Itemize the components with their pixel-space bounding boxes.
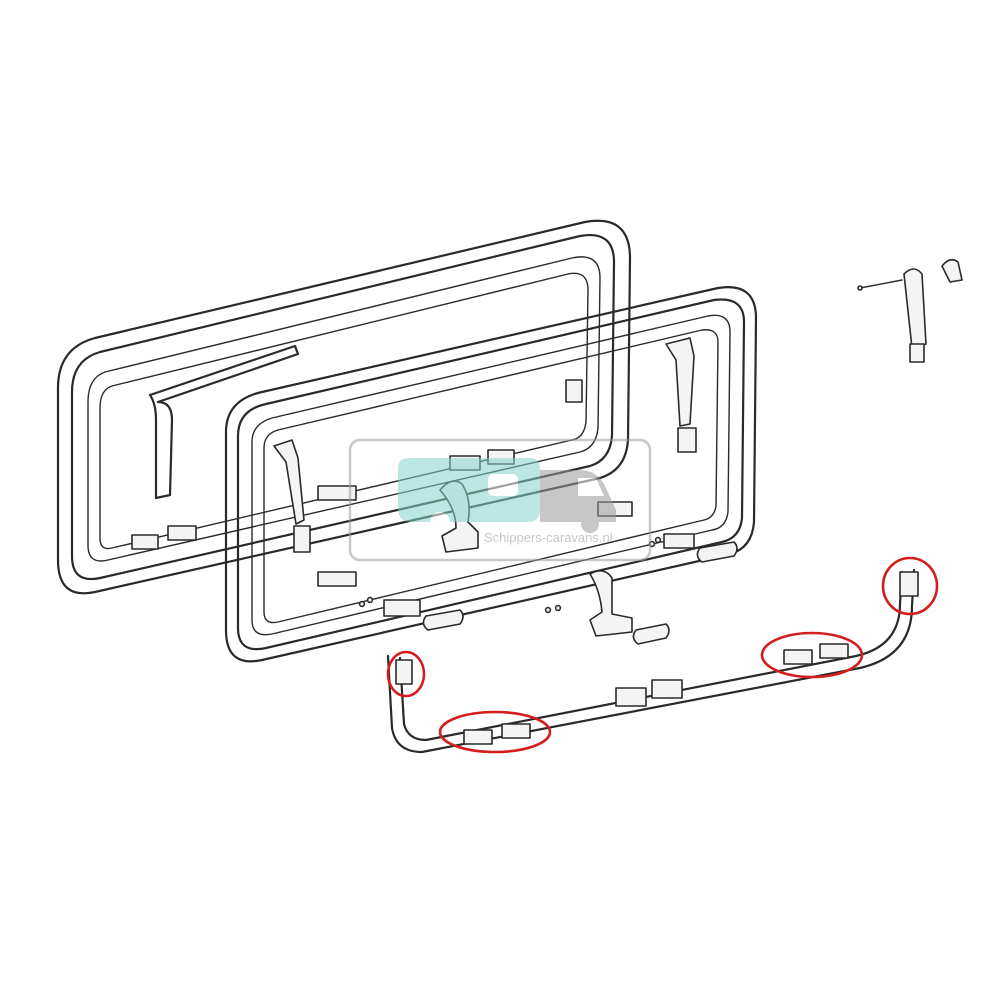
watermark: Schippers-caravans.nl <box>348 438 652 562</box>
highlight-ring-left-end <box>386 650 426 698</box>
end-cap <box>941 258 963 283</box>
stay-foot <box>293 525 311 553</box>
highlight-ring-right-end <box>881 556 939 616</box>
rail-centre-clip <box>615 687 647 707</box>
rail-centre-clip <box>651 679 683 699</box>
inner-window-frame <box>224 286 758 663</box>
stay-foot <box>909 343 925 363</box>
cover-plate <box>696 541 738 563</box>
clip <box>383 599 421 617</box>
frame-clip <box>317 571 357 587</box>
frame-clip <box>131 534 159 550</box>
watermark-border <box>348 438 652 562</box>
rail-clip <box>501 723 531 739</box>
loose-parts <box>358 258 963 645</box>
stay-arm <box>903 268 927 349</box>
loose-latch-handle <box>589 570 633 637</box>
rail-end-clip-left <box>395 659 413 685</box>
frame-clip <box>317 485 357 501</box>
rail-clip <box>463 729 493 745</box>
cover-plate <box>632 623 670 645</box>
clip <box>663 533 695 549</box>
highlight-rings <box>386 556 939 754</box>
stay-foot <box>677 427 697 453</box>
left-stay-arm <box>273 439 305 525</box>
highlight-ring-right-clips <box>760 631 864 679</box>
caravan-logo-icon <box>398 458 616 533</box>
rail-clip <box>783 649 813 665</box>
rail-end-clip-right <box>899 571 919 597</box>
cover-plate <box>422 609 464 631</box>
frame-clip <box>167 525 197 541</box>
watermark-text: Schippers-caravans.nl <box>484 530 613 545</box>
rail-clip <box>819 643 849 659</box>
highlight-ring-left-clips <box>438 710 552 754</box>
right-stay-arm <box>665 337 695 427</box>
outer-window-frame <box>56 219 632 595</box>
pin <box>859 279 903 289</box>
bottom-rail <box>386 568 919 754</box>
frame-clip <box>565 379 583 403</box>
